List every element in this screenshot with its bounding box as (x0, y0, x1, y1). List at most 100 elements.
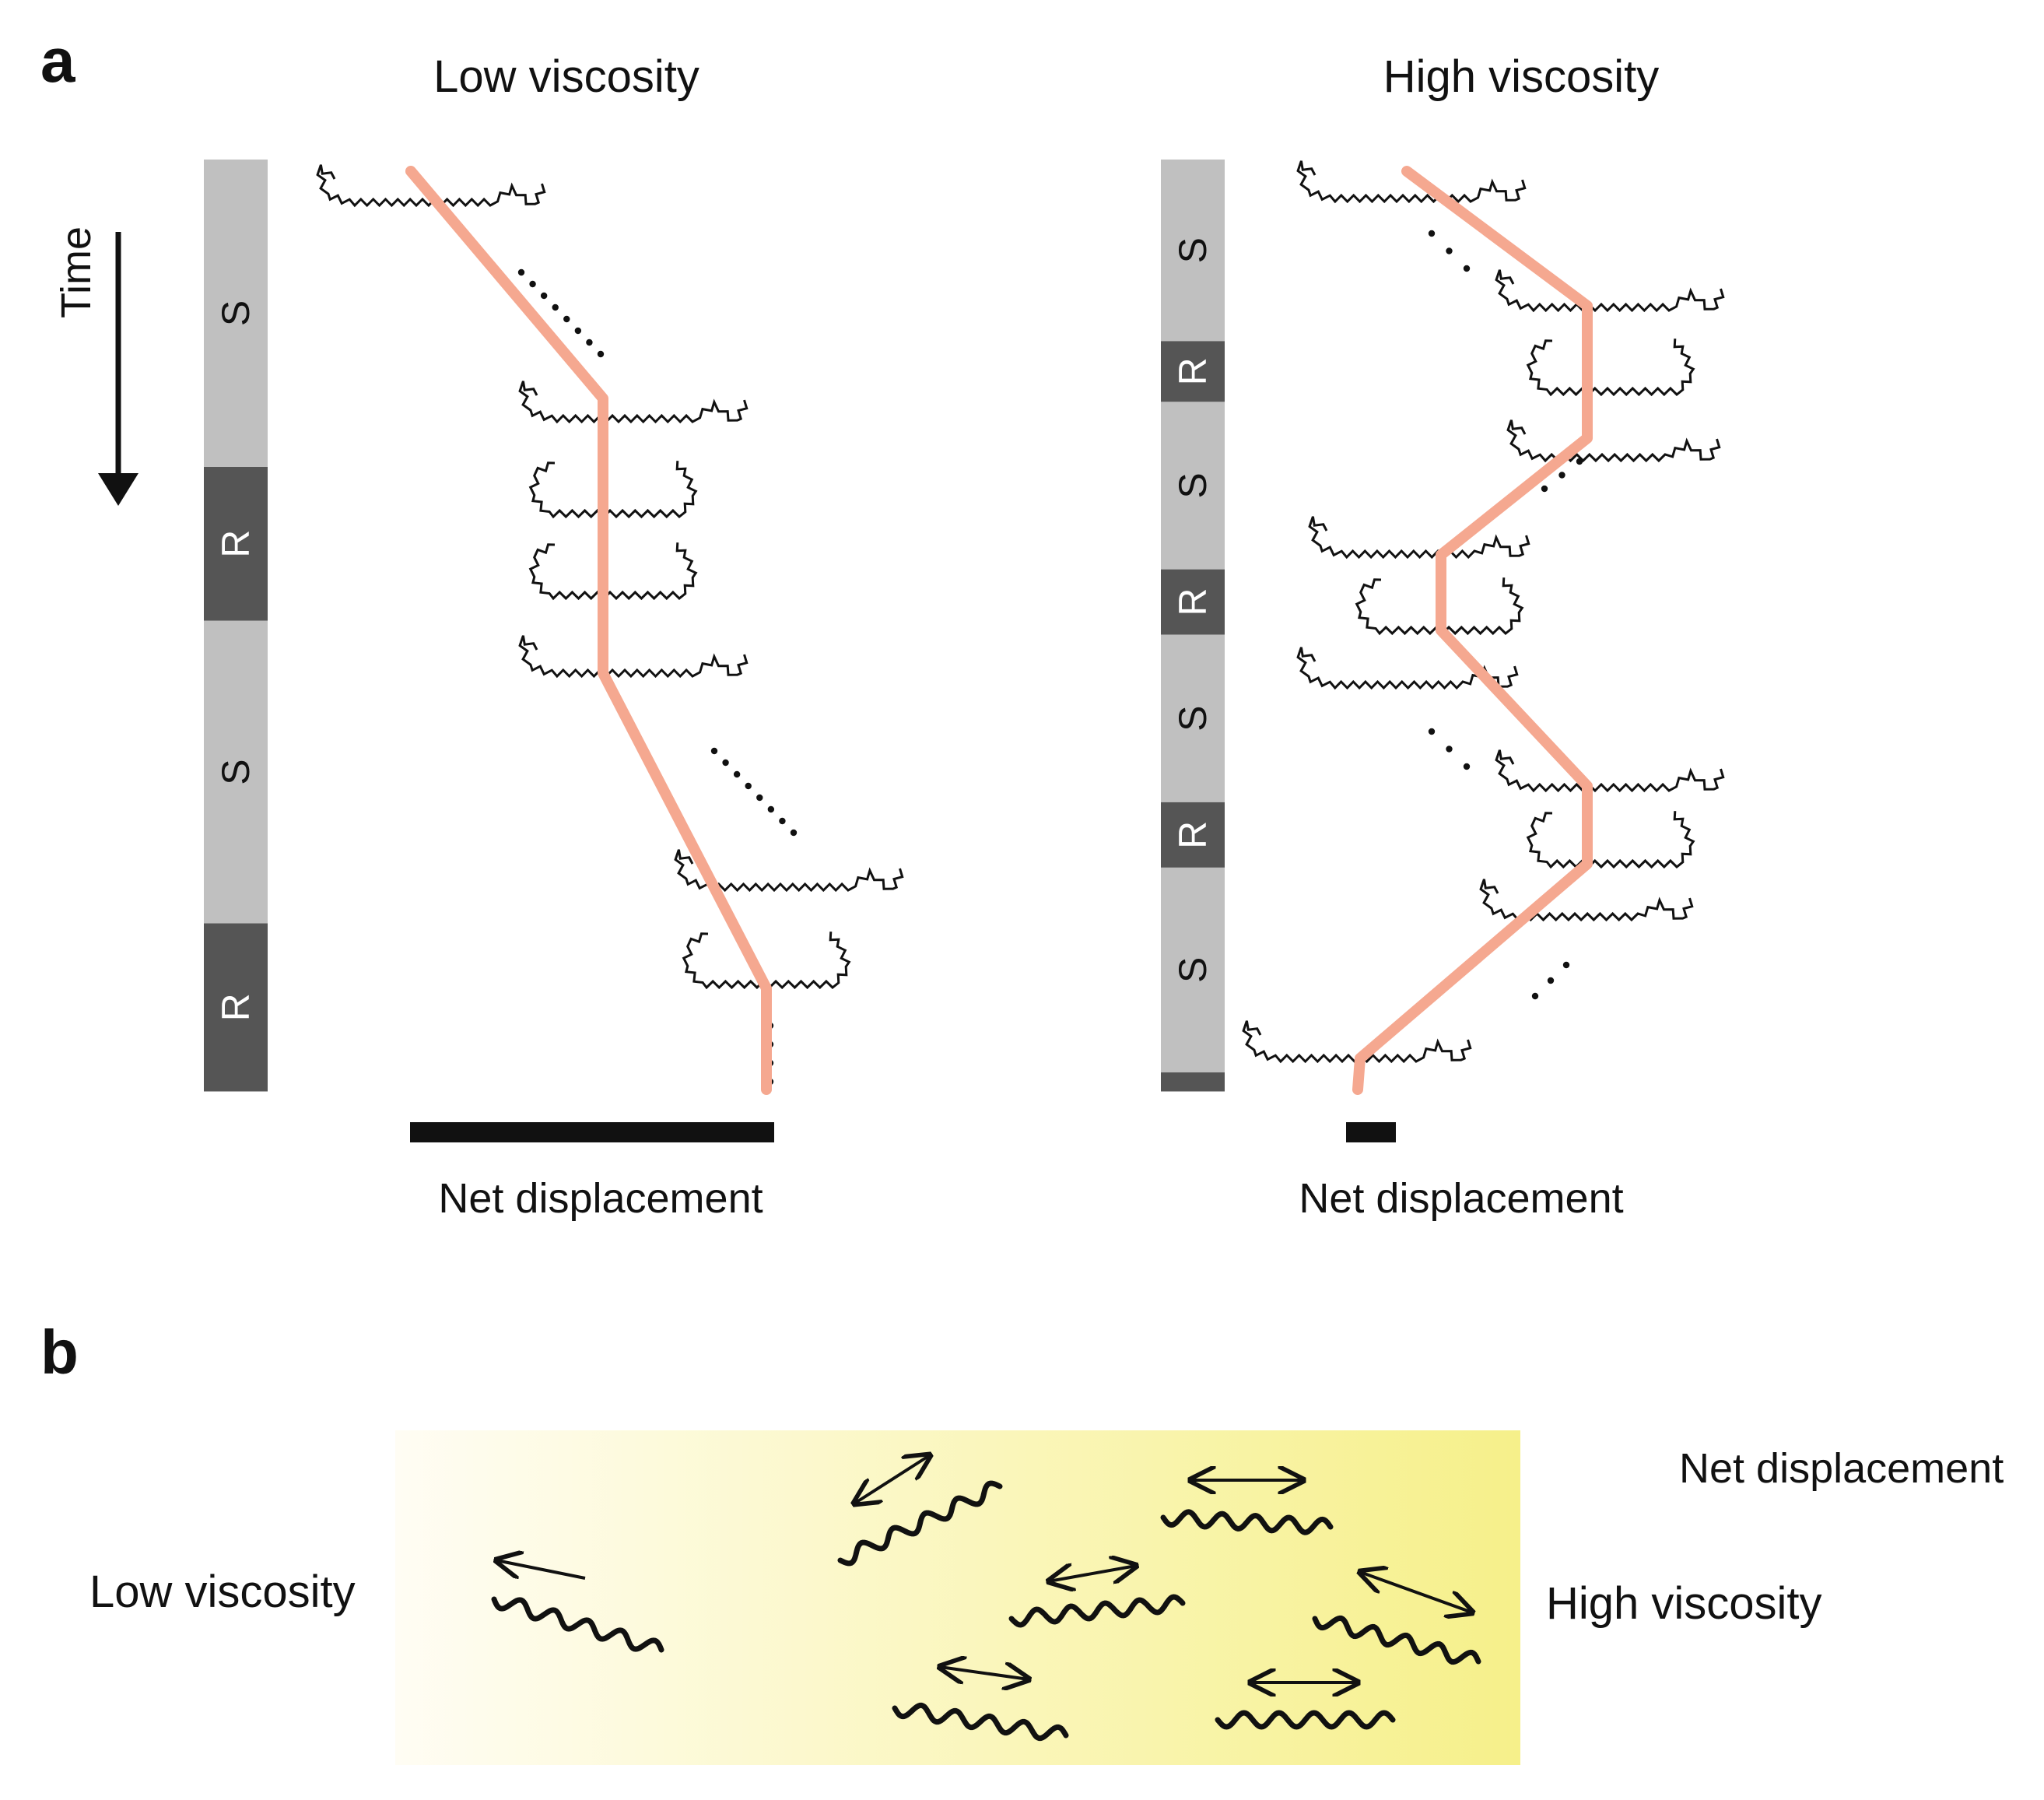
swimming-cell (1495, 269, 1725, 313)
swimming-cell (1479, 879, 1694, 922)
dotted-traces (517, 230, 1583, 1086)
trace-dot (1558, 472, 1565, 479)
state-bar-high-viscosity: S R S R S R S (1161, 160, 1225, 1092)
trace-dot (1446, 746, 1453, 753)
state-bar-low-viscosity: S R S R (204, 160, 268, 1092)
running-cell (1526, 811, 1695, 869)
oscillation-arrow (940, 1667, 1029, 1679)
state-letter-r-3: R (1171, 588, 1215, 616)
state-segment-s-4 (1161, 634, 1225, 803)
oscillation-arrow (854, 1455, 930, 1504)
swimming-cell (1308, 516, 1530, 560)
swimming-cell (1296, 160, 1527, 204)
state-letter-s-6: S (1171, 957, 1215, 983)
direction-arrow (496, 1560, 586, 1580)
trace-dot (517, 268, 525, 276)
trace-dot (767, 805, 775, 813)
panel-b-label: b (40, 1318, 79, 1387)
state-segment-r-3 (1161, 569, 1225, 635)
swimming-cell (1242, 1020, 1472, 1064)
trace-dot (1428, 230, 1436, 237)
trace-dot (756, 794, 763, 802)
state-letter-r-5: R (1171, 821, 1215, 849)
state-segment-r-1 (204, 467, 268, 622)
swimming-cell (518, 381, 749, 424)
trace-dot (1541, 485, 1548, 493)
trace-dot (745, 782, 752, 790)
trace-dot (733, 770, 741, 778)
state-letter-r-1: R (1171, 357, 1215, 385)
oscillation-arrow (1360, 1572, 1472, 1612)
state-letter-s-0: S (1171, 237, 1215, 263)
trace-dot (1428, 728, 1436, 735)
swimming-cell (316, 164, 546, 208)
state-letter-s-4: S (1171, 706, 1215, 732)
running-cell (528, 461, 698, 519)
state-letter-s-2: S (214, 759, 258, 784)
swimming-cell (1506, 419, 1721, 463)
running-cell (1526, 339, 1695, 397)
high-viscosity-label: High viscosity (1546, 1578, 1822, 1629)
bacterium (1312, 1615, 1481, 1665)
state-segment-r-3 (204, 923, 268, 1092)
time-label: Time (53, 226, 100, 318)
state-letter-s-2: S (1171, 472, 1215, 498)
trace-dot (1463, 265, 1471, 272)
net-displacement-label-b: Net displacement (1679, 1445, 2004, 1492)
bacterium (892, 1702, 1069, 1742)
trace-dot (1576, 458, 1583, 465)
bacterium (1160, 1509, 1334, 1535)
left-title: Low viscosity (433, 51, 699, 102)
state-segment-s-6 (1161, 867, 1225, 1073)
oscillation-arrow (1049, 1566, 1136, 1581)
trace-dot (540, 292, 548, 300)
bacterium (491, 1596, 664, 1653)
time-arrow (98, 232, 138, 506)
bacterium (1215, 1710, 1396, 1730)
net-displacement-bar-high (1346, 1122, 1396, 1142)
trace-dot (1446, 247, 1453, 254)
state-segment-s-0 (204, 160, 268, 468)
panel-b-arrows (496, 1455, 1472, 1682)
bacterium (1008, 1594, 1186, 1628)
trace-dot (597, 350, 605, 358)
swimming-cell (518, 635, 749, 679)
trace-dot (563, 315, 570, 323)
trajectory-high-viscosity (1352, 166, 1593, 1095)
trace-dot (1562, 961, 1570, 969)
state-letter-r-3: R (214, 993, 258, 1021)
trace-dot (574, 327, 582, 335)
panel-a-label: a (40, 26, 75, 95)
state-segment-s-2 (1161, 402, 1225, 570)
trace-dot (552, 304, 559, 311)
net-displacement-bar-low (410, 1122, 774, 1142)
trace-dot (1531, 992, 1539, 1000)
running-cell (528, 542, 698, 601)
cell-drawings (316, 160, 1725, 1064)
bacterium (837, 1480, 1003, 1567)
trace-dot (1547, 977, 1555, 984)
right-title: High viscosity (1383, 51, 1660, 102)
trace-dot (710, 747, 718, 755)
low-viscosity-label: Low viscosity (89, 1567, 356, 1617)
trace-dot (779, 817, 786, 825)
trace-dot (586, 339, 593, 346)
state-segment-r-5 (1161, 802, 1225, 868)
trace-dot (1463, 763, 1471, 770)
state-letter-s-0: S (214, 300, 258, 326)
swimming-cell (674, 849, 904, 893)
panel-b-cells (491, 1480, 1481, 1742)
state-segment-end-7 (1161, 1072, 1225, 1092)
state-letter-r-1: R (214, 530, 258, 558)
trace-dot (529, 280, 536, 288)
state-segment-s-0 (1161, 160, 1225, 342)
state-segment-r-1 (1161, 341, 1225, 402)
net-displacement-caption-low: Net displacement (438, 1175, 763, 1222)
trace-dot (790, 829, 798, 837)
swimming-cell (1495, 749, 1725, 793)
net-displacement-caption-high: Net displacement (1299, 1175, 1623, 1222)
state-segment-s-2 (204, 620, 268, 925)
trajectory-low-viscosity (405, 166, 772, 1095)
